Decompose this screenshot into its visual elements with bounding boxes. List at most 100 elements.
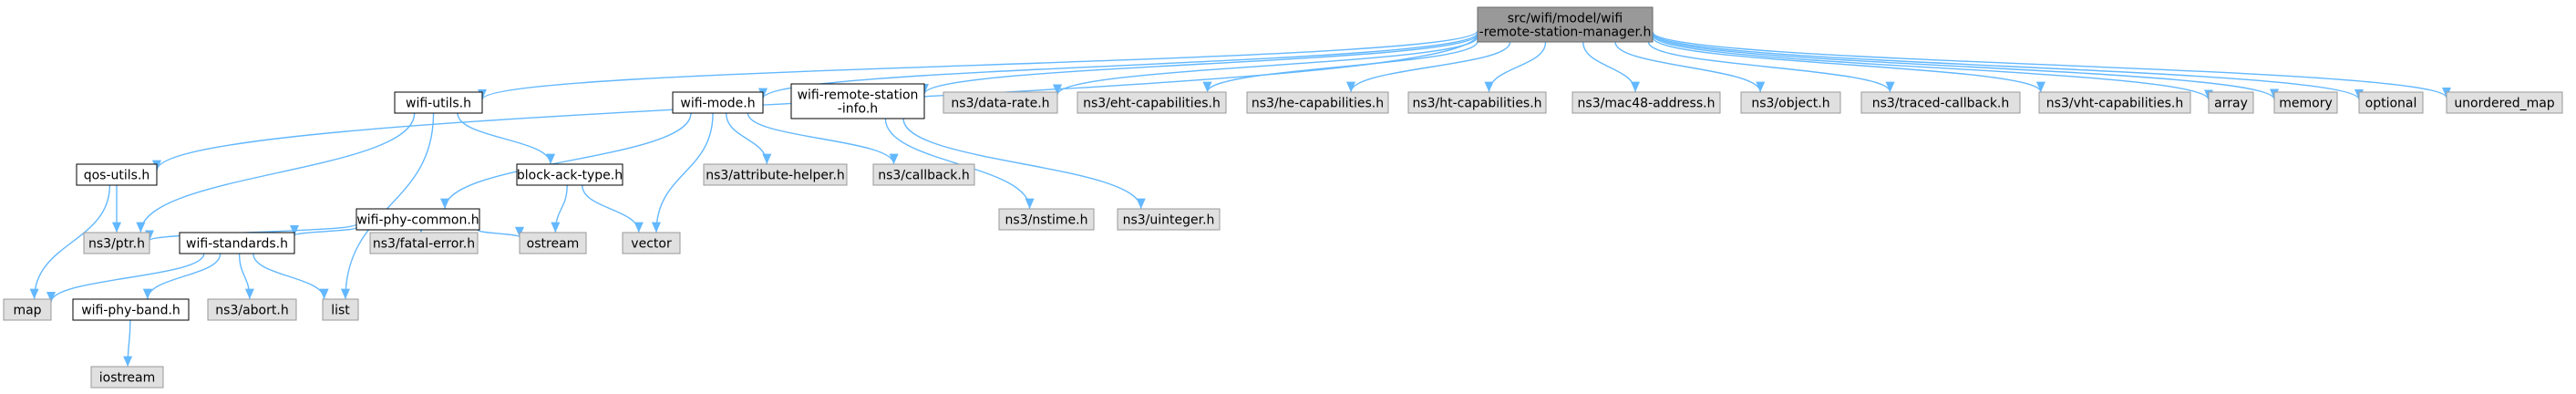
edge-wifi-mode-to-wifi-phy-common xyxy=(440,112,692,210)
edge-wifi-standards-to-map xyxy=(46,253,205,303)
node-callback: ns3/callback.h xyxy=(872,163,975,186)
node-root: src/wifi/model/wifi-remote-station-manag… xyxy=(1477,6,1654,43)
node-wifi-phy-common[interactable]: wifi-phy-common.h xyxy=(355,208,480,231)
node-box-wifi-phy-band xyxy=(72,298,190,321)
node-array: array xyxy=(2208,91,2254,114)
node-memory: memory xyxy=(2273,91,2338,114)
node-box-root xyxy=(1477,6,1654,43)
node-label-vht-capabilities: ns3/vht-capabilities.h xyxy=(2046,97,2183,111)
node-label-attribute-helper: ns3/attribute-helper.h xyxy=(706,169,845,183)
edge-root-to-memory xyxy=(1652,33,2279,100)
edge-wifi-phy-common-to-ostream xyxy=(477,226,524,238)
node-block-ack-type[interactable]: block-ack-type.h xyxy=(516,163,623,186)
node-label-wifi-utils: wifi-utils.h xyxy=(406,97,471,111)
node-label-callback: ns3/callback.h xyxy=(878,169,969,183)
node-mac48-address: ns3/mac48-address.h xyxy=(1571,91,1721,114)
node-box-object xyxy=(1740,91,1841,114)
edge-root-to-vht-capabilities xyxy=(1652,36,2045,93)
edge-root-to-array xyxy=(1652,34,2213,100)
node-box-mac48-address xyxy=(1571,91,1721,114)
node-label-root: src/wifi/model/wifi xyxy=(1508,12,1623,26)
nodes-layer: src/wifi/model/wifi-remote-station-manag… xyxy=(3,6,2563,389)
node-label-wifi-remote-station-info: wifi-remote-station xyxy=(798,88,919,103)
node-box-uinteger xyxy=(1117,208,1221,231)
node-box-attribute-helper xyxy=(703,163,848,186)
node-label-array: array xyxy=(2214,97,2248,111)
edge-wifi-utils-to-block-ack-type xyxy=(457,112,556,165)
node-label-wifi-remote-station-info: -info.h xyxy=(838,102,878,117)
node-box-he-capabilities xyxy=(1246,91,1389,114)
edge-root-to-eht-capabilities xyxy=(1202,40,1479,93)
node-unordered_map: unordered_map xyxy=(2446,91,2563,114)
edge-wifi-utils-to-ptr xyxy=(136,112,416,233)
node-box-qos-utils xyxy=(76,163,158,186)
node-box-unordered_map xyxy=(2446,91,2563,114)
node-wifi-remote-station-info[interactable]: wifi-remote-station-info.h xyxy=(790,83,925,119)
edges-layer xyxy=(29,30,2451,368)
node-label-wifi-mode: wifi-mode.h xyxy=(680,97,755,111)
node-box-iostream xyxy=(90,366,164,389)
node-qos-utils[interactable]: qos-utils.h xyxy=(76,163,158,186)
node-box-abort xyxy=(207,298,297,321)
node-label-qos-utils: qos-utils.h xyxy=(84,169,150,183)
edge-root-to-optional xyxy=(1652,32,2364,100)
node-label-eht-capabilities: ns3/eht-capabilities.h xyxy=(1083,97,1221,111)
node-box-fatal-error xyxy=(369,232,479,254)
node-box-map xyxy=(3,298,52,321)
node-box-list xyxy=(322,298,359,321)
node-label-unordered_map: unordered_map xyxy=(2454,97,2554,111)
node-box-ptr xyxy=(83,232,150,254)
node-box-eht-capabilities xyxy=(1077,91,1227,114)
edge-wifi-mode-to-vector xyxy=(651,112,714,233)
node-nstime: ns3/nstime.h xyxy=(998,208,1095,231)
node-box-ht-capabilities xyxy=(1407,91,1547,114)
node-wifi-mode[interactable]: wifi-mode.h xyxy=(672,91,764,114)
node-label-block-ack-type: block-ack-type.h xyxy=(517,169,623,183)
node-fatal-error: ns3/fatal-error.h xyxy=(369,232,479,254)
node-box-wifi-remote-station-info xyxy=(790,83,925,119)
node-data-rate: ns3/data-rate.h xyxy=(943,91,1058,114)
edge-block-ack-type-to-ostream xyxy=(551,184,568,233)
node-box-wifi-utils xyxy=(394,91,483,114)
node-wifi-phy-band[interactable]: wifi-phy-band.h xyxy=(72,298,190,321)
edge-wifi-phy-common-to-wifi-standards xyxy=(290,224,357,236)
node-ptr: ns3/ptr.h xyxy=(83,232,150,254)
node-box-traced-callback xyxy=(1860,91,2021,114)
node-box-memory xyxy=(2273,91,2338,114)
edge-wifi-phy-band-to-iostream xyxy=(123,319,133,368)
edge-wifi-mode-to-callback xyxy=(747,112,899,165)
node-label-traced-callback: ns3/traced-callback.h xyxy=(1872,97,2010,111)
node-label-map: map xyxy=(13,304,41,318)
node-box-wifi-standards xyxy=(179,232,295,254)
edge-root-to-object xyxy=(1614,41,1766,93)
node-box-callback xyxy=(872,163,975,186)
edge-wifi-utils-to-list xyxy=(340,112,435,300)
node-abort: ns3/abort.h xyxy=(207,298,297,321)
edge-wifi-standards-to-abort xyxy=(238,253,254,300)
node-label-wifi-standards: wifi-standards.h xyxy=(186,237,288,252)
node-box-array xyxy=(2208,91,2254,114)
edge-wifi-standards-to-list xyxy=(252,253,329,300)
edge-block-ack-type-to-vector xyxy=(582,184,644,233)
node-attribute-helper: ns3/attribute-helper.h xyxy=(703,163,848,186)
node-label-optional: optional xyxy=(2365,97,2417,111)
node-box-vector xyxy=(622,232,681,254)
edge-root-to-data-rate xyxy=(1053,36,1479,96)
node-box-nstime xyxy=(998,208,1095,231)
node-label-he-capabilities: ns3/he-capabilities.h xyxy=(1252,97,1384,111)
node-label-data-rate: ns3/data-rate.h xyxy=(951,97,1049,111)
node-wifi-standards[interactable]: wifi-standards.h xyxy=(179,232,295,254)
node-optional: optional xyxy=(2358,91,2424,114)
edge-root-to-unordered_map xyxy=(1652,31,2451,98)
node-label-vector: vector xyxy=(631,237,672,252)
edge-root-to-he-capabilities xyxy=(1346,41,1511,93)
node-ht-capabilities: ns3/ht-capabilities.h xyxy=(1407,91,1547,114)
node-box-wifi-phy-common xyxy=(355,208,480,231)
node-ostream: ostream xyxy=(519,232,587,254)
node-object: ns3/object.h xyxy=(1740,91,1841,114)
node-label-list: list xyxy=(331,304,350,318)
edge-root-to-traced-callback xyxy=(1647,41,1895,93)
node-wifi-utils[interactable]: wifi-utils.h xyxy=(394,91,483,114)
node-label-abort: ns3/abort.h xyxy=(215,304,288,318)
